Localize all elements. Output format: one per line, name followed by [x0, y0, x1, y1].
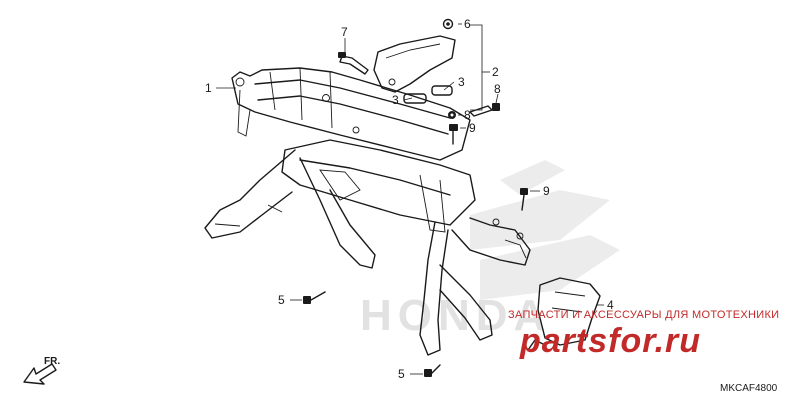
watermark-logo: partsfor.ru	[519, 322, 701, 360]
callout-9-upper: 9	[469, 121, 476, 135]
bolt-9-right	[520, 188, 528, 211]
callout-8-upper: 7	[341, 25, 348, 39]
watermark-logo-suffix: .ru	[655, 322, 701, 360]
callout-1: 1	[205, 81, 212, 95]
bolt-5-lower	[424, 364, 441, 377]
main-frame	[204, 67, 531, 356]
nut-7	[448, 111, 456, 119]
background-wing-watermark: HONDA	[360, 160, 620, 340]
bolt-9-upper	[449, 124, 458, 145]
partsfor-watermark: ЗАПЧАСТИ И АКСЕССУАРЫ ДЛЯ МОТОТЕХНИКИ pa…	[508, 309, 779, 360]
nut-6	[442, 18, 454, 30]
callout-7: 8	[464, 108, 471, 122]
watermark-logo-main: partsfor	[519, 322, 657, 360]
direction-label: FR.	[44, 356, 60, 367]
callout-8-right: 8	[494, 82, 501, 96]
callout-4: 4	[607, 298, 614, 312]
callout-5-lower: 5	[398, 367, 405, 381]
callout-5-left: 5	[278, 293, 285, 307]
callout-9-right: 9	[543, 184, 550, 198]
callout-3-lower: 3	[392, 93, 399, 107]
front-direction-indicator: FR.	[23, 356, 60, 385]
callout-6: 6	[464, 17, 471, 31]
callout-3-upper: 3	[458, 75, 465, 89]
arrow-icon	[23, 363, 57, 385]
svg-text:HONDA: HONDA	[360, 291, 551, 340]
diagram-code: MKCAF4800	[720, 383, 778, 394]
bolt-5-left	[303, 291, 326, 304]
bracket-assembly	[373, 35, 456, 104]
callout-labels: 1 2 3 3 4 5 5 6 7 8 8 9 9	[205, 17, 614, 381]
guard-plate	[527, 277, 601, 351]
leader-lines	[216, 23, 604, 375]
watermark-tagline: ЗАПЧАСТИ И АКСЕССУАРЫ ДЛЯ МОТОТЕХНИКИ	[508, 309, 779, 321]
bolt-8-upper	[338, 52, 369, 75]
callout-2: 2	[492, 65, 499, 79]
bolt-8-right	[469, 103, 500, 117]
